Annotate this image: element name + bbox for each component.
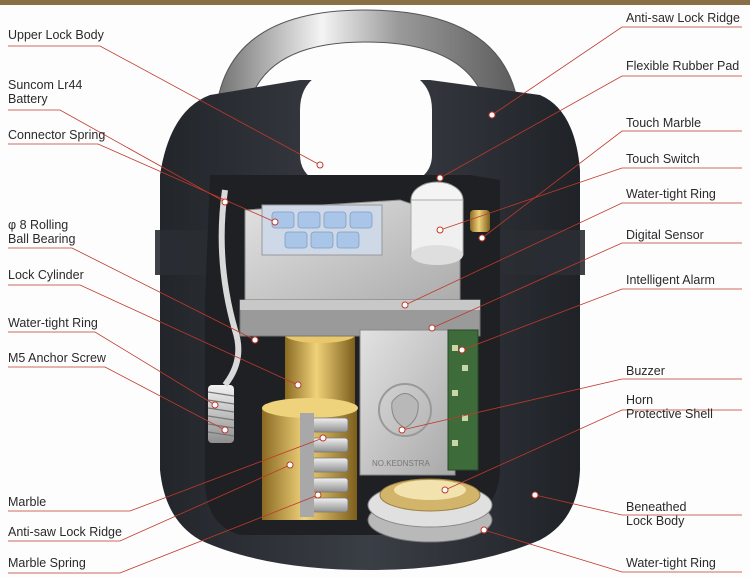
connector-spring-shape <box>218 189 242 387</box>
leader-dot-touch-switch <box>436 226 444 234</box>
label-water-tight-ring-left: Water-tight Ring <box>8 316 98 330</box>
leader-dot-buzzer <box>398 426 406 434</box>
leader-endpoints <box>211 111 539 534</box>
leader-dot-m5-anchor-screw <box>221 426 229 434</box>
label-flexible-rubber-pad: Flexible Rubber Pad <box>626 59 740 73</box>
leader-line-connector-spring <box>8 143 276 223</box>
leader-line-m5-anchor-screw <box>8 366 226 431</box>
label-connector-spring: Connector Spring <box>8 128 106 142</box>
leader-dot-marble-spring <box>314 491 322 499</box>
leader-dot-beneathed-lock-body <box>531 491 539 499</box>
leader-line-water-tight-ring-right-top <box>404 202 742 306</box>
label-anti-saw-lock-ridge-right: Anti-saw Lock Ridge <box>626 11 740 25</box>
leader-dot-digital-sensor <box>428 324 436 332</box>
leader-line-anti-saw-lock-ridge-left <box>8 464 291 542</box>
leader-line-horn-protective-shell <box>444 409 742 491</box>
leader-line-suncom-battery <box>8 109 226 203</box>
leader-line-buzzer <box>401 378 742 431</box>
label-marble: Marble <box>8 495 47 509</box>
label-buzzer: Buzzer <box>626 364 665 378</box>
leader-line-flexible-rubber-pad <box>439 75 742 179</box>
upper-mechanism-block <box>239 181 490 337</box>
leader-dot-lock-cylinder <box>294 381 302 389</box>
leader-dot-anti-saw-lock-ridge-right <box>488 111 496 119</box>
alarm-module: NO.KEDNSTRA <box>359 329 479 476</box>
top-accent-bar <box>0 0 750 5</box>
label-touch-marble: Touch Marble <box>626 116 702 130</box>
leader-line-touch-switch <box>439 167 742 231</box>
leader-line-rolling-ball-bearing <box>8 247 256 341</box>
leader-line-anti-saw-lock-ridge-right <box>491 26 742 116</box>
leader-line-digital-sensor <box>431 242 742 329</box>
label-digital-sensor: Digital Sensor <box>626 228 704 242</box>
label-suncom-battery: Suncom Lr44 Battery <box>8 78 83 106</box>
leader-dot-horn-protective-shell <box>441 486 449 494</box>
leader-line-water-tight-ring-left <box>8 331 216 406</box>
lock-cylinder-shape <box>262 327 358 520</box>
leader-dot-marble-left <box>319 434 327 442</box>
leader-line-upper-lock-body <box>8 45 321 166</box>
leader-line-beneathed-lock-body <box>534 494 742 516</box>
leader-lines <box>8 26 742 574</box>
label-water-tight-ring-right-bottom: Water-tight Ring <box>626 556 716 570</box>
leader-line-lock-cylinder <box>8 284 299 386</box>
label-intelligent-alarm: Intelligent Alarm <box>626 273 715 287</box>
leader-dot-water-tight-ring-left <box>211 401 219 409</box>
leader-line-marble-left <box>8 437 324 512</box>
leader-dot-flexible-rubber-pad <box>436 174 444 182</box>
leader-dot-rolling-ball-bearing <box>251 336 259 344</box>
leader-dot-upper-lock-body <box>316 161 324 169</box>
leader-line-touch-marble <box>481 130 742 239</box>
anchor-screw <box>207 385 235 443</box>
label-lock-cylinder: Lock Cylinder <box>8 268 84 282</box>
leader-dot-water-tight-ring-right-bottom <box>480 526 488 534</box>
label-rolling-ball-bearing: φ 8 Rolling Ball Bearing <box>8 218 76 246</box>
label-anti-saw-lock-ridge-left: Anti-saw Lock Ridge <box>8 525 122 539</box>
leader-dot-anti-saw-lock-ridge-left <box>286 461 294 469</box>
leader-dot-intelligent-alarm <box>458 346 466 354</box>
leader-line-water-tight-ring-right-bottom <box>483 529 742 573</box>
label-marble-spring: Marble Spring <box>8 556 86 570</box>
label-upper-lock-body: Upper Lock Body <box>8 28 104 42</box>
leader-dot-connector-spring <box>271 218 279 226</box>
engraving-text: NO.KEDNSTRA <box>372 459 430 468</box>
label-touch-switch: Touch Switch <box>626 152 700 166</box>
label-horn-protective-shell: Horn Protective Shell <box>626 393 713 421</box>
label-beneathed-lock-body: Beneathed Lock Body <box>626 500 687 528</box>
label-water-tight-ring-right-top: Water-tight Ring <box>626 187 716 201</box>
label-m5-anchor-screw: M5 Anchor Screw <box>8 351 106 365</box>
leader-line-intelligent-alarm <box>461 288 742 351</box>
leader-dot-suncom-battery <box>221 198 229 206</box>
leader-line-marble-spring <box>8 494 319 574</box>
bottom-discs <box>367 478 493 543</box>
leader-dot-water-tight-ring-right-top <box>401 301 409 309</box>
leader-dot-touch-marble <box>478 234 486 242</box>
